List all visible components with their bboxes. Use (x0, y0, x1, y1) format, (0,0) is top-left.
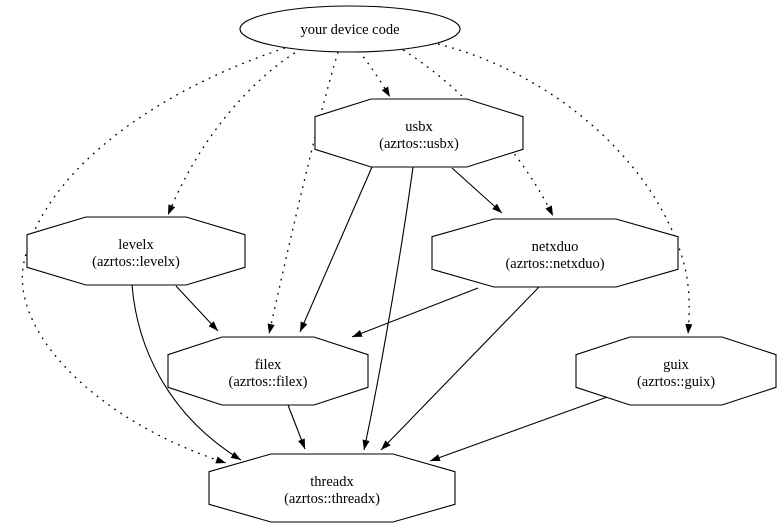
node-guix-label: guix (663, 357, 690, 373)
node-guix-sublabel: (azrtos::guix) (637, 374, 715, 390)
edge-levelx-to-filex (175, 285, 219, 332)
node-threadx-sublabel: (azrtos::threadx) (284, 491, 380, 507)
node-threadx-label: threadx (310, 474, 354, 490)
edge-your-device-code-to-filex (267, 51, 339, 335)
edge-your-device-code-to-levelx (167, 48, 302, 216)
node-levelx-sublabel: (azrtos::levelx) (92, 254, 180, 270)
edge-netxduo-to-filex (351, 287, 479, 338)
nodes-layer: your device codeusbx(azrtos::usbx)levelx… (26, 5, 777, 523)
node-netxduo-label: netxduo (532, 239, 579, 255)
octagon-shape (431, 218, 679, 288)
edge-levelx-to-threadx (131, 284, 242, 461)
node-your-device-code: your device code (239, 5, 461, 53)
edges-layer (21, 43, 693, 464)
node-usbx: usbx(azrtos::usbx) (314, 98, 524, 168)
edge-usbx-to-filex (299, 166, 373, 333)
octagon-shape (314, 98, 524, 168)
edge-filex-to-threadx (287, 404, 306, 450)
node-filex-sublabel: (azrtos::filex) (229, 374, 308, 390)
edge-netxduo-to-threadx (380, 286, 540, 451)
edge-your-device-code-to-usbx (358, 50, 391, 98)
octagon-shape (167, 336, 369, 406)
node-threadx: threadx(azrtos::threadx) (208, 453, 456, 523)
node-usbx-sublabel: (azrtos::usbx) (379, 136, 459, 152)
edge-usbx-to-threadx (362, 166, 414, 451)
ellipse-shape (239, 5, 461, 53)
node-netxduo: netxduo(azrtos::netxduo) (431, 218, 679, 288)
octagon-shape (208, 453, 456, 523)
node-your-device-code-label: your device code (300, 22, 399, 38)
edge-your-device-code-to-threadx (21, 47, 286, 464)
edge-your-device-code-to-guix (437, 43, 693, 335)
node-filex: filex(azrtos::filex) (167, 336, 369, 406)
octagon-shape (26, 216, 246, 286)
edge-your-device-code-to-netxduo (402, 49, 554, 217)
node-levelx-label: levelx (118, 237, 154, 253)
node-usbx-label: usbx (405, 119, 433, 135)
octagon-shape (575, 336, 777, 406)
node-levelx: levelx(azrtos::levelx) (26, 216, 246, 286)
edge-guix-to-threadx (429, 395, 611, 462)
node-guix: guix(azrtos::guix) (575, 336, 777, 406)
node-filex-label: filex (255, 357, 282, 373)
node-netxduo-sublabel: (azrtos::netxduo) (505, 256, 604, 272)
edge-usbx-to-netxduo (451, 167, 503, 214)
